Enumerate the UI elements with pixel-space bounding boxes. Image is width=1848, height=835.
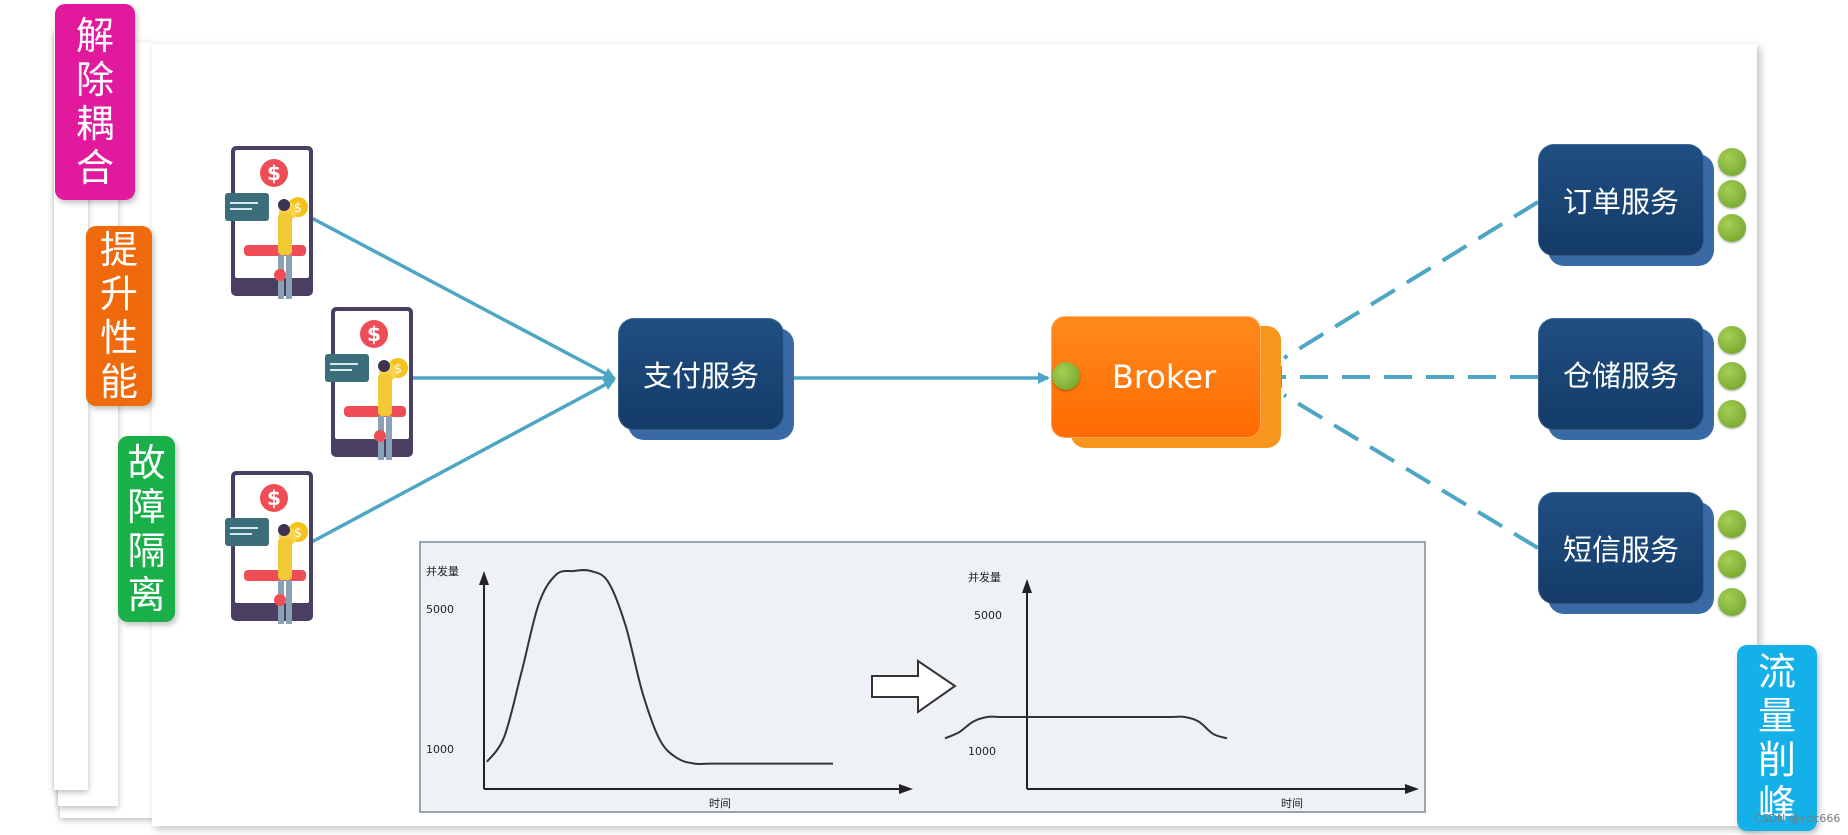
chart-after: 并发量 5000 1000 时间 (944, 570, 1419, 810)
chart-before-y-arrowhead (479, 571, 489, 585)
chart-before-xlabel: 时间 (709, 797, 731, 810)
chart-after-ylabel: 并发量 (968, 570, 1001, 584)
client-1-to-payment-arrow (305, 213, 616, 380)
chart-before: 并发量 5000 1000 时间 (426, 564, 913, 810)
chart-after-ytick-1000: 1000 (968, 745, 996, 758)
svg-text:$: $ (294, 201, 302, 216)
chart-after-xlabel: 时间 (1281, 797, 1303, 810)
transition-arrow (871, 659, 957, 714)
broker-to-services-lines (1280, 200, 1540, 550)
broker-box: Broker (1051, 316, 1281, 448)
warehouse-service-box: 仓储服务 (1538, 318, 1714, 440)
watermark: CSDN @ydc666 (1754, 812, 1841, 825)
performance-tab: 提升性能 (86, 226, 152, 406)
chart-after-y-arrowhead (1022, 579, 1032, 593)
order-node-dot-1 (1718, 148, 1746, 176)
peak-shaving-charts: 并发量 5000 1000 时间 并发量 5000 1000 时间 (426, 564, 1419, 810)
client-phone-1: $ $ (225, 146, 313, 299)
svg-text:$: $ (267, 486, 281, 510)
broker-node-dot (1052, 362, 1080, 390)
svg-text:$: $ (367, 322, 381, 346)
broker-label: Broker (1051, 316, 1261, 438)
sms-node-dot-3 (1718, 588, 1746, 616)
order-node-dot-2 (1718, 180, 1746, 208)
client-phone-2: $ $ (325, 307, 413, 460)
sms-to-broker-line (1282, 393, 1540, 550)
sms-service-label: 短信服务 (1538, 492, 1704, 604)
client-3-to-payment-arrow (305, 378, 616, 547)
sms-node-dot-1 (1718, 510, 1746, 538)
chart-before-ylabel: 并发量 (426, 564, 459, 578)
order-service-label: 订单服务 (1538, 144, 1704, 256)
svg-text:$: $ (267, 161, 281, 185)
chart-before-series-line (486, 569, 833, 765)
chart-after-x-arrowhead (1405, 784, 1419, 794)
chart-before-x-arrowhead (899, 784, 913, 794)
warehouse-node-dot-1 (1718, 326, 1746, 354)
right-arrow-icon (871, 659, 957, 714)
svg-text:$: $ (294, 526, 302, 541)
payment-service-box: 支付服务 (618, 318, 794, 440)
decouple-tab: 解除耦合 (55, 4, 135, 200)
performance-label: 提升性能 (99, 228, 138, 404)
peak-shaving-label: 流量削峰 (1757, 650, 1796, 826)
isolation-label: 故障隔离 (127, 441, 166, 617)
svg-text:$: $ (394, 362, 402, 377)
peak-shaving-chart-panel: 并发量 5000 1000 时间 并发量 5000 1000 时间 (419, 541, 1426, 813)
warehouse-service-label: 仓储服务 (1538, 318, 1704, 430)
chart-before-ytick-1000: 1000 (426, 743, 454, 756)
chart-before-ytick-5000: 5000 (426, 603, 454, 616)
peak-shaving-tab: 流量削峰 (1737, 645, 1817, 831)
chart-after-ytick-5000: 5000 (974, 609, 1002, 622)
payment-service-label: 支付服务 (618, 318, 784, 430)
warehouse-node-dot-3 (1718, 400, 1746, 428)
sms-node-dot-2 (1718, 550, 1746, 578)
order-service-box: 订单服务 (1538, 144, 1714, 266)
decouple-label: 解除耦合 (75, 14, 114, 190)
warehouse-node-dot-2 (1718, 362, 1746, 390)
sms-service-box: 短信服务 (1538, 492, 1714, 614)
chart-after-series-line (944, 715, 1228, 740)
client-phone-3: $ $ (225, 471, 313, 624)
order-node-dot-3 (1718, 214, 1746, 242)
isolation-tab: 故障隔离 (118, 436, 175, 622)
order-to-broker-line (1282, 200, 1540, 360)
client-to-payment-lines (305, 213, 1050, 547)
